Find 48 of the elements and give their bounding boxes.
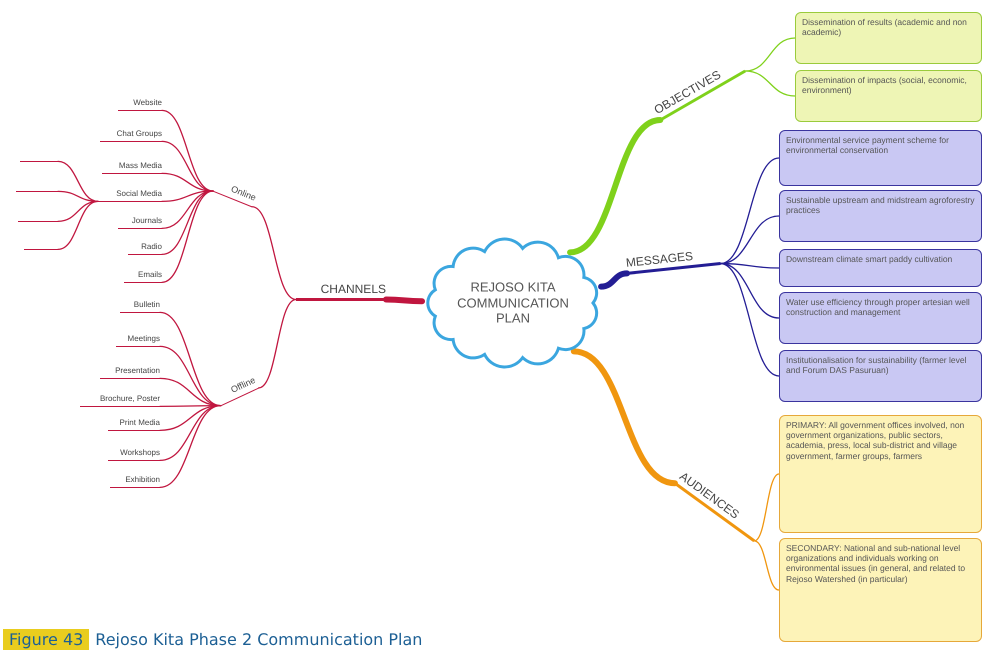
- figure-caption: Rejoso Kita Phase 2 Communication Plan: [95, 630, 422, 649]
- branch-line: [258, 298, 297, 389]
- branch-label: Brochure, Poster: [80, 395, 160, 407]
- branch-label: Bulletin: [120, 301, 160, 313]
- topic-box: PRIMARY: All government offices involved, non government organizations, public sectors, academia, press, local sub-district and village government, farmer groups, farmers: [779, 415, 982, 533]
- topic-box: Downstream climate smart paddy cultivation: [779, 249, 982, 287]
- branch-label: Presentation: [100, 367, 160, 379]
- branch-label: CHANNELS: [296, 283, 386, 301]
- branch-label: Chat Groups: [100, 130, 162, 142]
- branch-label: Print Media: [108, 419, 160, 431]
- branch-line: [754, 473, 780, 542]
- branch-line: [744, 37, 796, 72]
- topic-box: Sustainable upstream and midstream agroforestry practices: [779, 190, 982, 242]
- branch-line: [598, 270, 630, 290]
- topic-box: Environmental service payment scheme for environmertal conservation: [779, 130, 982, 186]
- branch-label: MESSAGES: [625, 247, 721, 275]
- central-topic: REJOSO KITA COMMUNICATION PLAN: [456, 280, 570, 326]
- branch-label: Social Media: [98, 190, 162, 202]
- branch-line: [744, 70, 796, 97]
- branch-label: Radio: [128, 243, 162, 255]
- branch-label: Mass Media: [102, 162, 162, 174]
- branch-line: [161, 190, 214, 283]
- branch-line: [754, 540, 780, 591]
- branch-label: Journals: [118, 217, 162, 229]
- topic-box: SECONDARY: National and sub-national level organizations and individuals working on environmental issues (in general, and related to Rejoso Watershed (in particular): [779, 538, 982, 642]
- topic-box: Dissemination of results (academic and non academic): [795, 12, 982, 64]
- branch-label: Exhibition: [110, 476, 160, 488]
- branch-line: [57, 190, 99, 202]
- branch-line: [567, 117, 664, 256]
- branch-line: [57, 200, 99, 250]
- topic-box: Water use efficiency through proper artesian well construction and management: [779, 292, 982, 344]
- branch-line: [383, 296, 426, 304]
- branch-line: [251, 206, 297, 300]
- branch-label: Offline: [215, 376, 259, 406]
- branch-line: [159, 404, 222, 488]
- figure-number: Figure 43: [3, 629, 90, 650]
- branch-label: Workshops: [108, 449, 160, 461]
- branch-label: Emails: [124, 271, 162, 283]
- branch-label: Online: [212, 178, 258, 208]
- branch-label: Meetings: [116, 335, 160, 347]
- branch-line: [161, 140, 214, 192]
- branch-line: [570, 348, 678, 486]
- topic-box: Institutionalisation for sustainability (farmer level and Forum DAS Pasuruan): [779, 350, 982, 402]
- branch-line: [720, 262, 780, 377]
- topic-box: Dissemination of impacts (social, economic, environment): [795, 70, 982, 122]
- branch-line: [161, 110, 214, 192]
- branch-label: Website: [118, 99, 162, 111]
- branch-line: [720, 157, 780, 264]
